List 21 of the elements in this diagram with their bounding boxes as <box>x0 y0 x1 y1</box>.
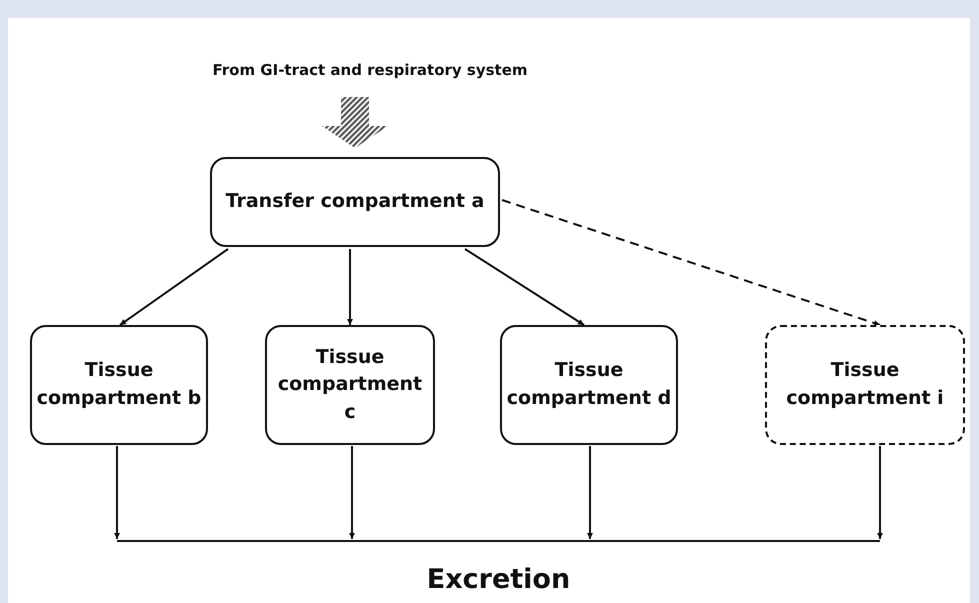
arrow <box>587 446 593 539</box>
arrow <box>349 446 355 539</box>
excretion-bar: Excretion <box>117 540 880 595</box>
tissue-compartment-box <box>500 325 678 445</box>
arrow <box>464 248 585 326</box>
arrow <box>877 446 883 539</box>
compartment-label: Tissue compartment d <box>506 358 672 411</box>
source-label: From GI-tract and respiratory system <box>150 55 590 85</box>
block-arrow <box>322 97 388 148</box>
compartment-label: Tissue compartment c <box>276 344 424 425</box>
tissue-compartment-box <box>30 325 208 445</box>
dashed-arrow <box>502 199 880 326</box>
compartment-label: Tissue compartment b <box>36 358 202 411</box>
arrow <box>347 249 353 325</box>
optional-tissue-compartment-box <box>765 325 965 445</box>
arrow <box>119 248 229 326</box>
tissue-compartment-box <box>265 325 435 445</box>
compartment-label: Tissue compartment i <box>785 358 945 411</box>
arrow <box>114 446 120 539</box>
compartment-label: Transfer compartment a <box>226 189 484 214</box>
transfer-compartment-box <box>210 157 500 247</box>
